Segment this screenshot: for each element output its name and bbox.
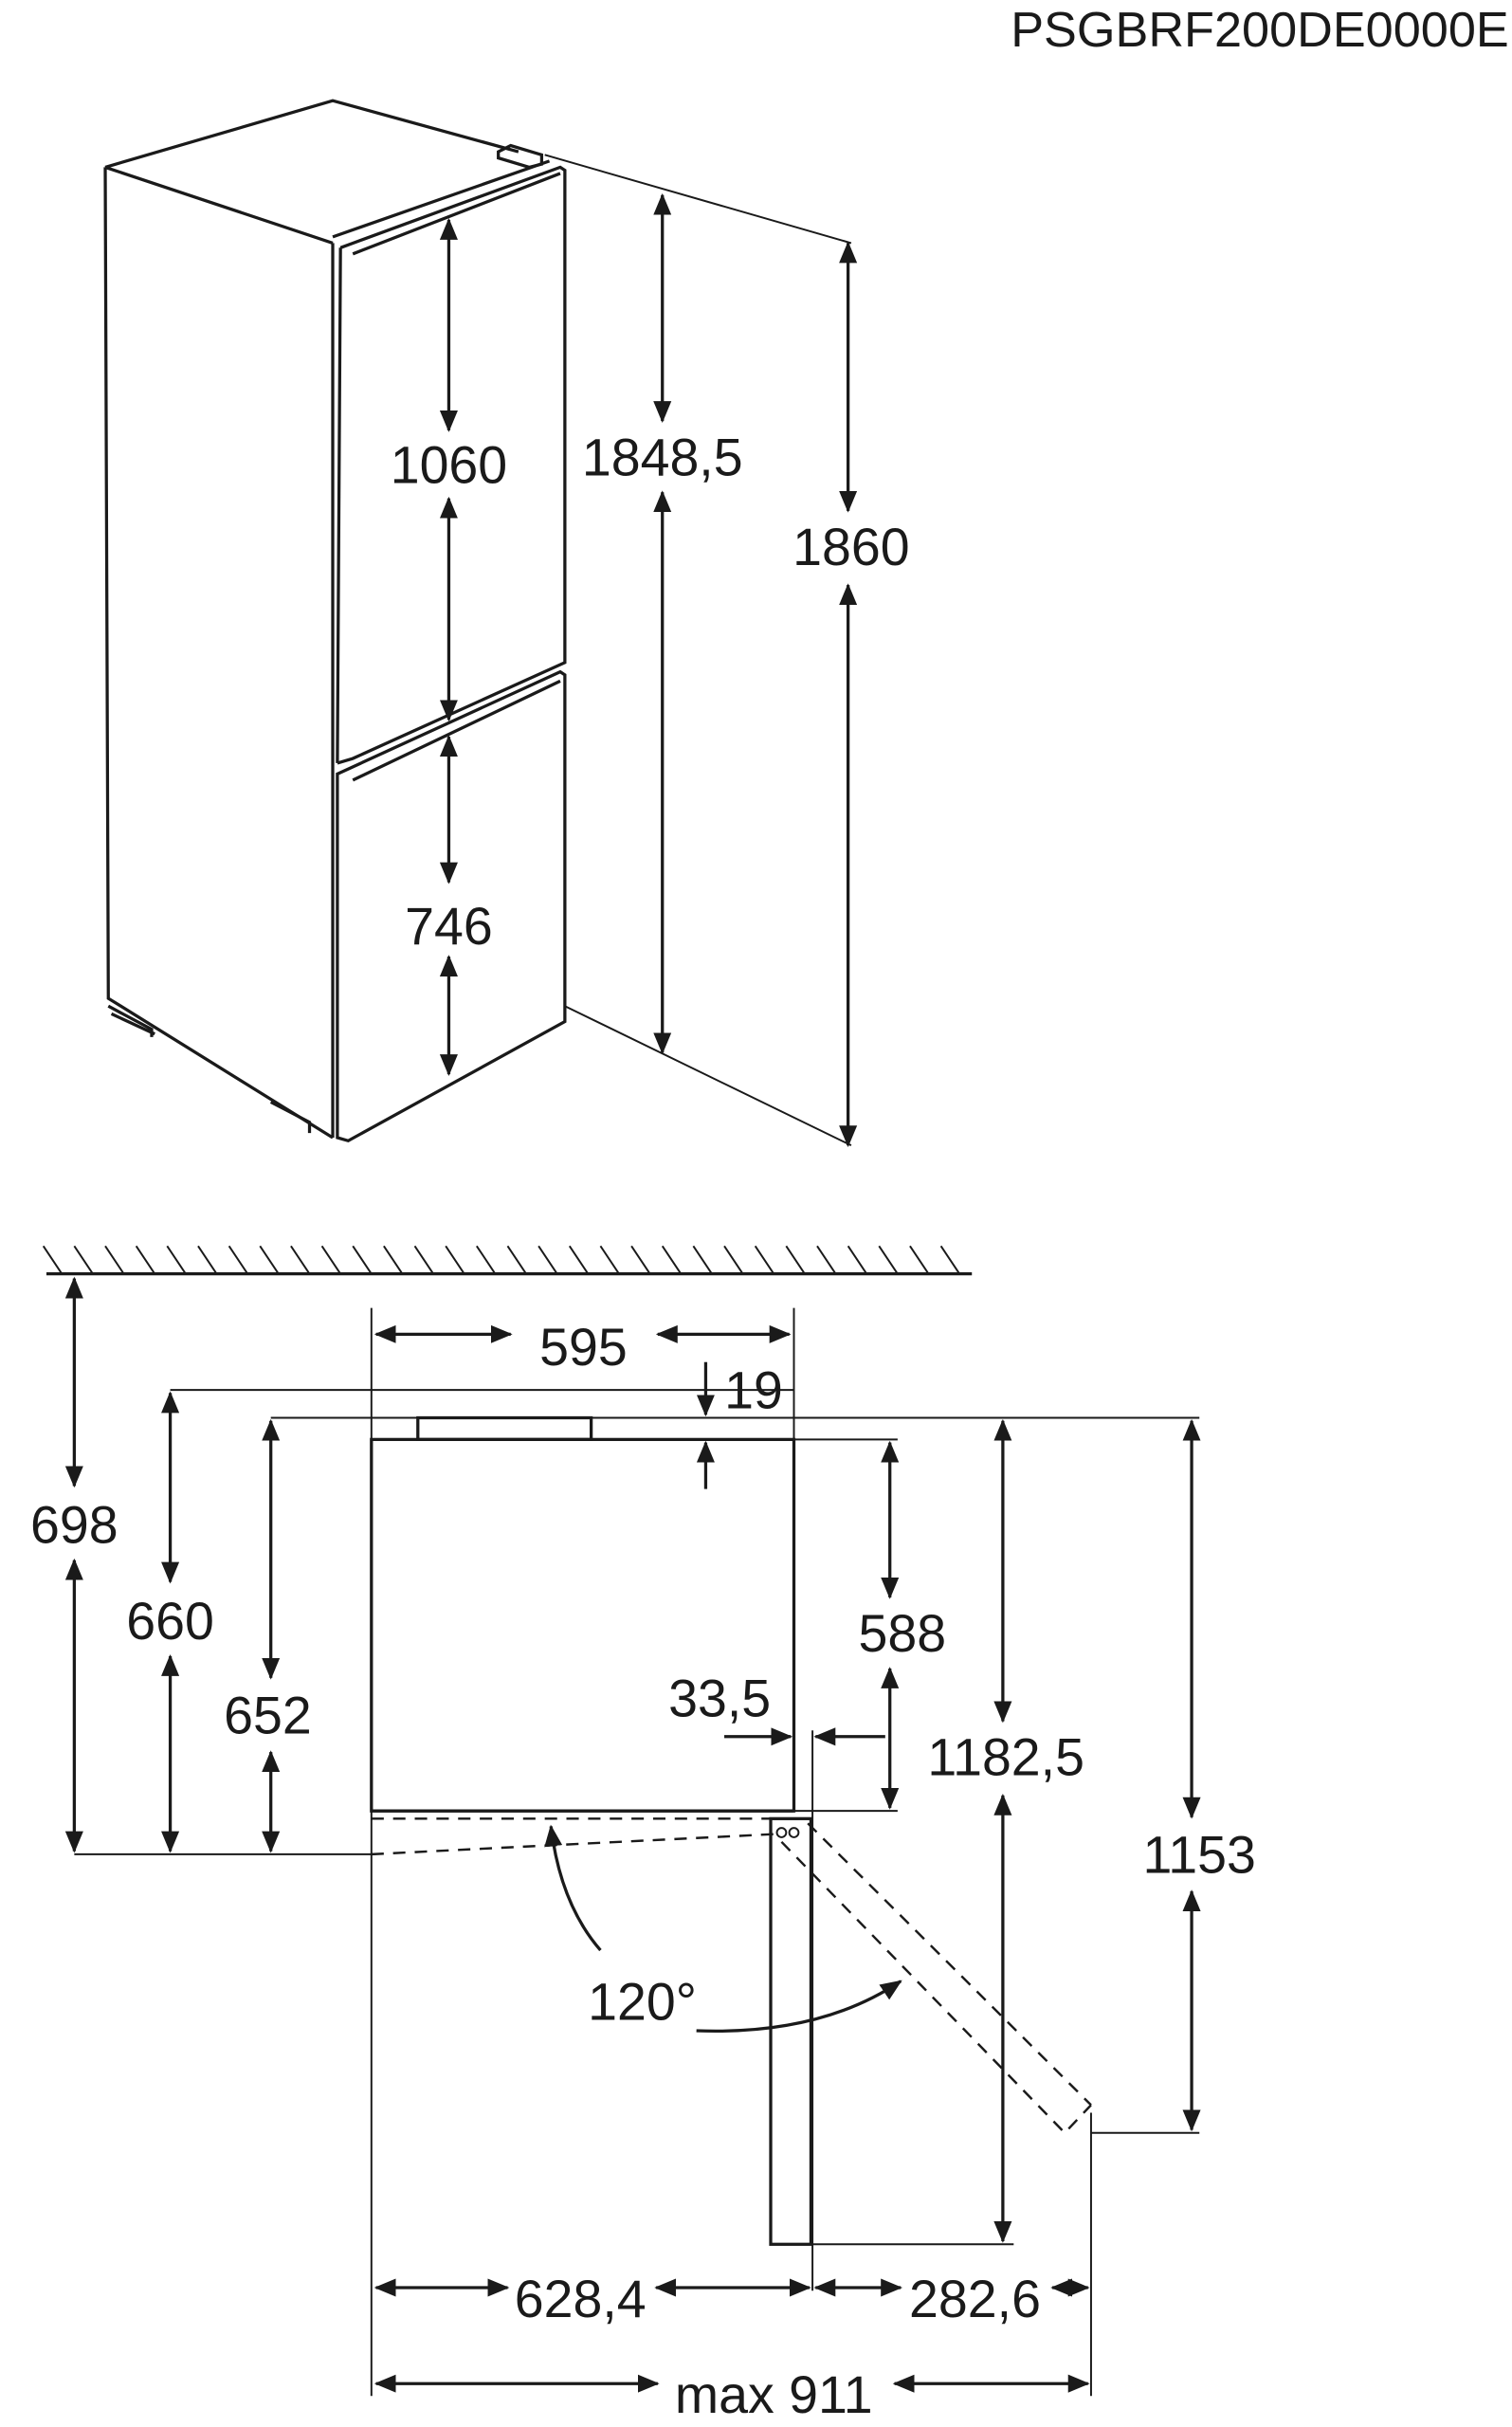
dim-door-offset: 33,5 xyxy=(668,1670,771,1728)
dim-depth-door-90: 1182,5 xyxy=(927,1728,1084,1787)
door-open-120 xyxy=(780,1822,1092,2135)
dim-max-width: max 911 xyxy=(675,2365,873,2424)
dim-door-swing-extra: 282,6 xyxy=(909,2270,1041,2328)
dim-door-angle: 120° xyxy=(588,1973,697,2032)
dim-depth-with-spacer: 660 xyxy=(126,1592,214,1651)
dim-depth-with-handle: 652 xyxy=(224,1687,312,1745)
wall-hatch xyxy=(42,1245,960,1275)
lower-door xyxy=(336,669,567,1143)
dim-hinge-offset: 19 xyxy=(724,1361,783,1420)
dim-cabinet-height: 1848,5 xyxy=(582,428,743,486)
door-open-90 xyxy=(769,1816,813,2246)
spacer xyxy=(416,1415,593,1441)
dim-upper-door: 1060 xyxy=(391,435,507,494)
hinge-top xyxy=(497,143,544,170)
cabinet-outline xyxy=(103,99,519,1140)
dim-cabinet-depth: 588 xyxy=(858,1604,946,1663)
feet xyxy=(107,1004,312,1134)
door-closed-dashed xyxy=(371,1833,774,1856)
dim-width: 595 xyxy=(539,1318,628,1377)
fridge-top-view: 595 19 698 660 652 588 33,5 1182,5 1153 … xyxy=(30,1245,1256,2424)
dim-width-door-open: 628,4 xyxy=(515,2270,647,2328)
extension-lines xyxy=(74,1307,1200,2397)
model-number: PSGBRF200DE0000E xyxy=(1011,3,1509,58)
dim-lower-door: 746 xyxy=(405,897,493,956)
cabinet-top xyxy=(370,1437,796,1813)
dim-total-height: 1860 xyxy=(792,518,909,576)
swing-arrow xyxy=(696,1980,902,2033)
swing-arrow xyxy=(544,1824,602,1952)
extension-lines xyxy=(544,154,852,1147)
upper-door xyxy=(332,159,567,765)
fridge-isometric-view: 1060 746 1848,5 1860 xyxy=(103,99,910,1148)
dim-depth-door-120: 1153 xyxy=(1143,1825,1256,1884)
dim-depth-to-wall: 698 xyxy=(30,1496,118,1555)
